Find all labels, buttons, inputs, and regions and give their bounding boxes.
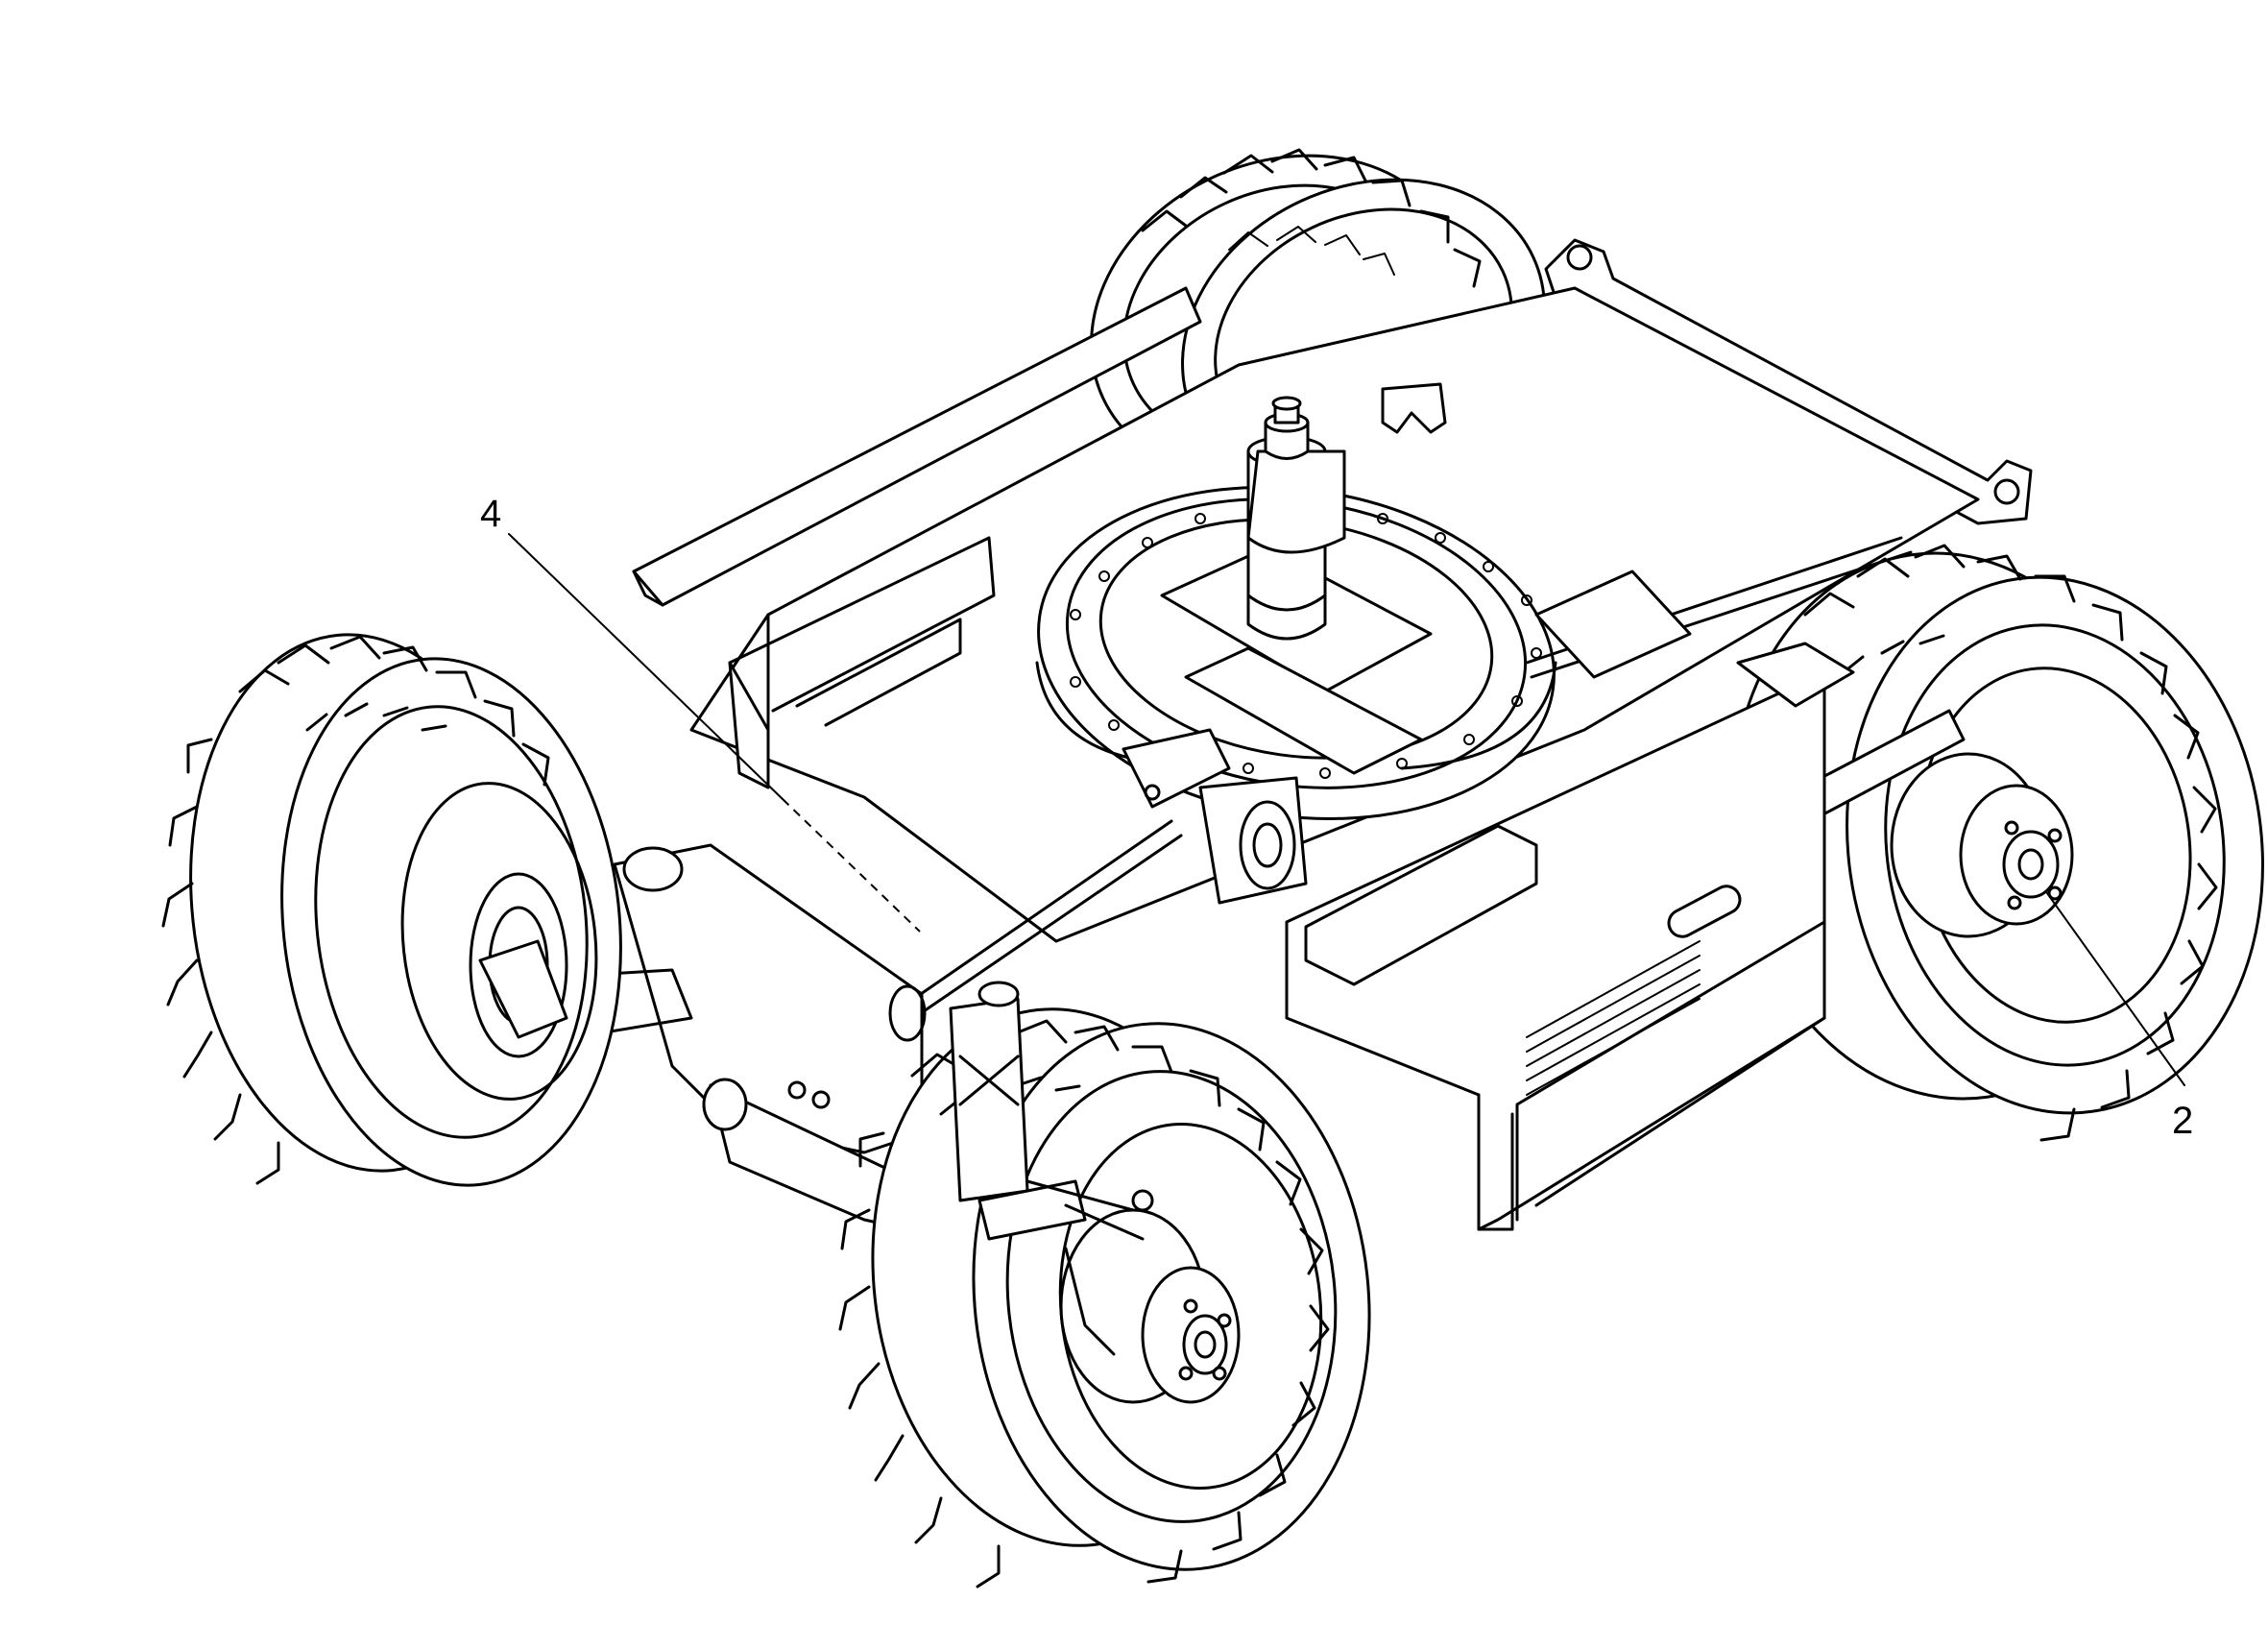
slewing-ring: [1035, 382, 1557, 820]
callout-leader-2: [2046, 892, 2185, 1086]
callout-4: 4: [480, 493, 921, 933]
front-right-wheel: [838, 1007, 1371, 1588]
drive-shafts: [891, 536, 1913, 1028]
callout-label-4: 4: [480, 493, 501, 535]
callout-2: 2: [2046, 892, 2193, 1142]
rear-right-hub: [1890, 752, 2074, 938]
callout-leader-4: [508, 533, 784, 800]
callout-leader-4-hidden: [782, 798, 921, 933]
front-right-hub: [1059, 1208, 1241, 1404]
vent-slots: [1526, 885, 1742, 1096]
front-left-wheel: [161, 633, 622, 1187]
steering-linkage: [949, 981, 1154, 1241]
callout-label-2: 2: [2172, 1100, 2193, 1142]
swivel-column: [1246, 396, 1346, 641]
